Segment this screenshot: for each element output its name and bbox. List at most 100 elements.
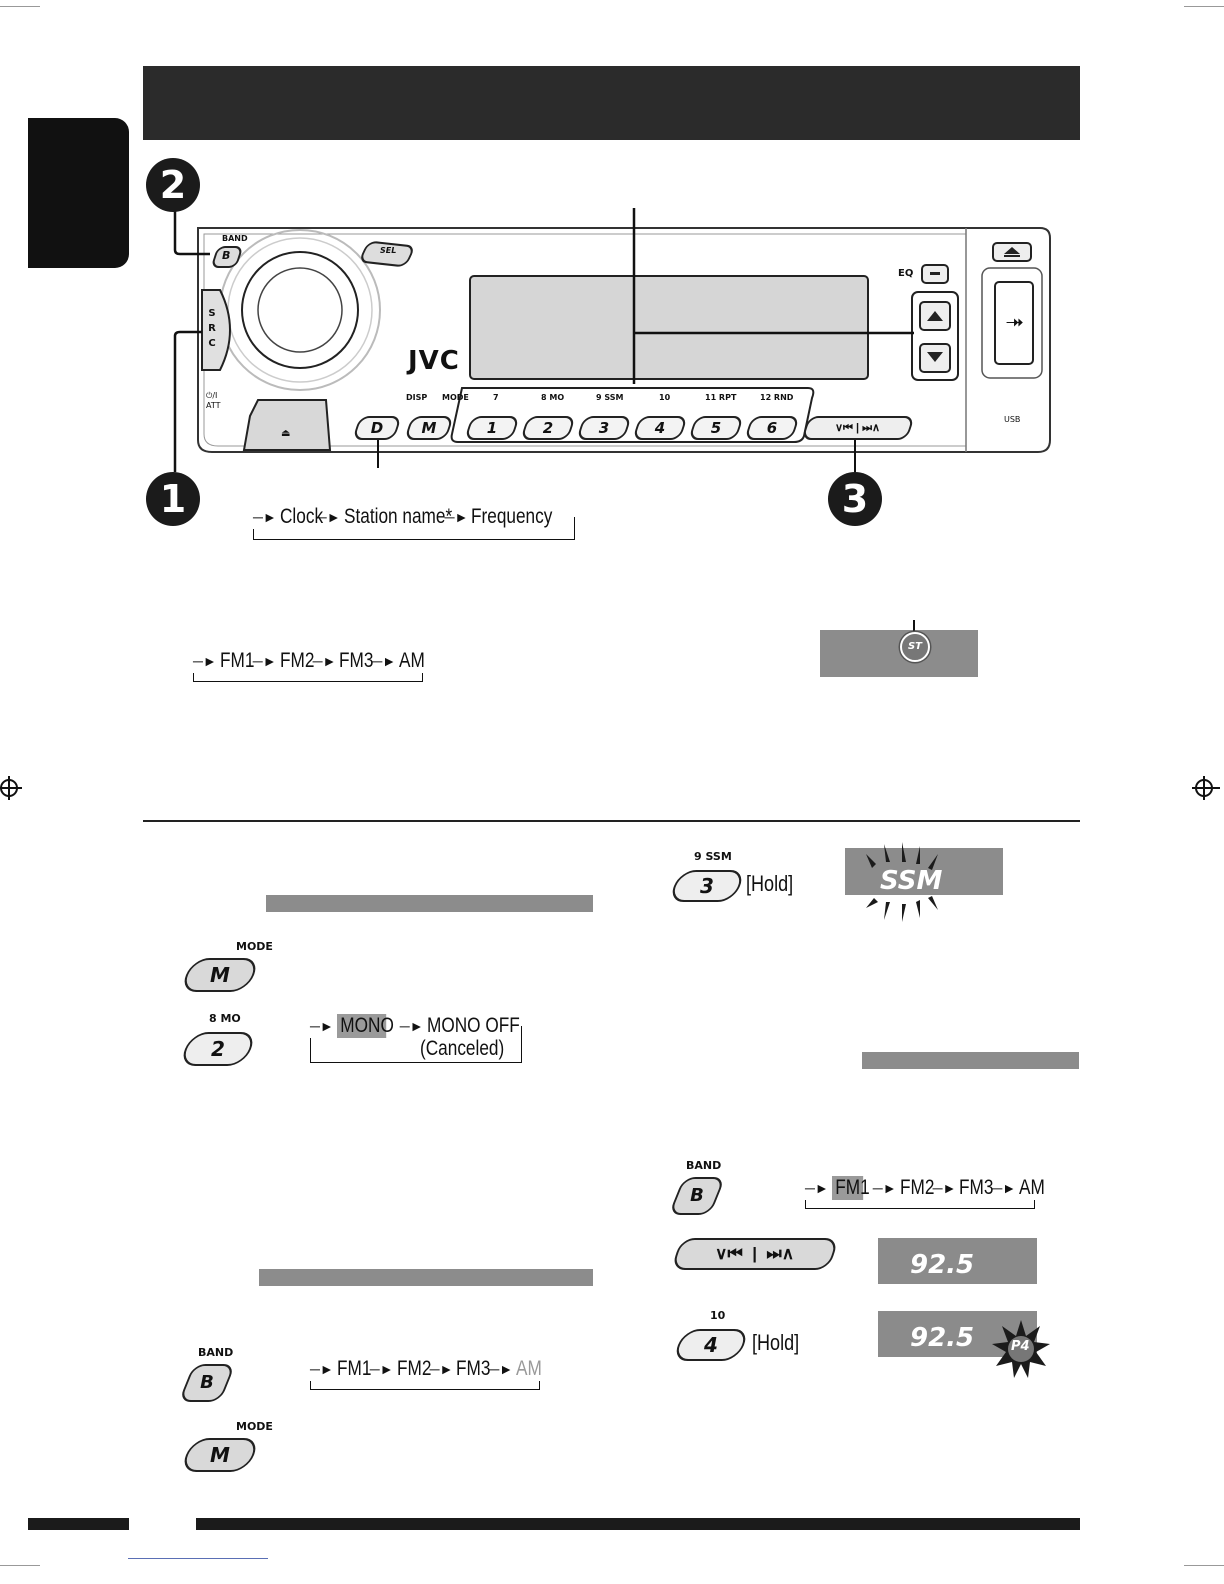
hold-label: [Hold] — [746, 871, 794, 896]
callout-3: 3 — [828, 472, 882, 526]
preset-button-4[interactable]: 4 — [671, 1329, 751, 1361]
band-item: FM3 — [456, 1357, 491, 1380]
preset-number: 3 — [598, 419, 610, 437]
cycle-item: Frequency — [471, 505, 553, 528]
preset-top-label: 7 — [493, 393, 499, 402]
frequency-display: 92.5 — [878, 1238, 1037, 1284]
frequency-value: 92.5 — [910, 1323, 975, 1353]
band-cycle-diagram: ─►FM1 ─►FM2 ─►FM3 ─►AM — [805, 1174, 1046, 1210]
callout-1: 1 — [146, 472, 200, 526]
callout-2: 2 — [146, 158, 200, 212]
seek-button[interactable]: ∨⏮ | ⏭∧ — [670, 1238, 840, 1270]
src-letter: C — [208, 338, 216, 349]
preset-top-label: 11 RPT — [705, 393, 737, 402]
band-cycle-diagram: ─►FM1 ─►FM2 ─►FM3 ─►AM — [193, 647, 426, 683]
mode-button[interactable]: M — [404, 416, 454, 440]
seek-icon: ∨⏮ | ⏭∧ — [715, 1244, 795, 1263]
band-label: BAND — [198, 1346, 234, 1359]
hold-label: [Hold] — [752, 1330, 800, 1355]
footer-bar — [196, 1518, 1080, 1530]
ssm-button[interactable]: 3 — [667, 870, 747, 902]
seek-button[interactable]: ∨⏮ | ⏭∧ — [801, 416, 915, 440]
mode-label: MODE — [442, 393, 469, 402]
front-panel-illustration — [173, 208, 1051, 472]
footer-link-line — [128, 1558, 268, 1559]
mono-off-note: (Canceled) — [420, 1037, 505, 1060]
subheading-bar — [259, 1269, 593, 1286]
mono-cycle-diagram: ─►MONO ─►MONO OFF (Canceled) — [310, 1012, 522, 1064]
band-cycle-diagram: ─►FM1 ─►FM2 ─►FM3 ─►AM — [310, 1355, 543, 1391]
preset-flash-icon — [992, 1320, 1050, 1378]
band-item: FM2 — [899, 1176, 935, 1199]
registration-mark-icon — [1192, 776, 1220, 800]
preset-top-label: 12 RND — [760, 393, 794, 402]
cycle-item: Clock — [279, 505, 323, 528]
src-letter: S — [208, 308, 216, 319]
src-letter: R — [208, 323, 216, 334]
band-label: BAND — [686, 1159, 722, 1172]
band-button[interactable]: B — [178, 1364, 236, 1402]
preset-top-label: 10 — [659, 393, 671, 402]
usb-label: USB — [1004, 415, 1021, 424]
disp-label: DISP — [406, 393, 428, 402]
mono-button-label: 2 — [211, 1037, 225, 1061]
st-display — [820, 630, 978, 677]
crop-mark — [1184, 1565, 1224, 1566]
band-item-selected: FM1 — [831, 1176, 870, 1200]
mode-button-label: M — [210, 963, 230, 987]
seek-icon: ∨⏮ | ⏭∧ — [835, 422, 881, 434]
preset-number: 1 — [486, 419, 498, 437]
language-tab — [28, 118, 129, 268]
st-indicator: ST — [900, 632, 930, 662]
band-label: BAND — [222, 234, 248, 243]
sel-button-label: SEL — [380, 246, 397, 255]
ssm-key-label: 9 SSM — [694, 850, 732, 863]
band-button[interactable]: B — [668, 1177, 726, 1215]
crop-mark — [1184, 6, 1224, 7]
cycle-item: Station name* — [343, 505, 452, 528]
band-button-label: B — [200, 1372, 214, 1393]
brand-logo: JVC — [408, 346, 460, 376]
preset-top-label: 8 MO — [541, 393, 565, 402]
preset-button-1[interactable]: 1 — [464, 416, 520, 440]
preset-button-4[interactable]: 4 — [632, 416, 688, 440]
band-item-dimmed: AM — [516, 1357, 542, 1380]
st-pointer — [913, 620, 915, 634]
mode-button[interactable]: M — [179, 958, 261, 992]
eject-icon: ⏏ — [281, 428, 291, 439]
preset-number: 2 — [542, 419, 554, 437]
preset-button-2[interactable]: 2 — [520, 416, 576, 440]
src-button[interactable]: S R C — [205, 306, 219, 351]
preset-button-6[interactable]: 6 — [744, 416, 800, 440]
section-divider — [143, 820, 1080, 822]
mono-button[interactable]: 2 — [178, 1032, 258, 1066]
footer-bar — [28, 1518, 129, 1530]
mode-label: MODE — [236, 1420, 273, 1433]
preset-button-3[interactable]: 3 — [576, 416, 632, 440]
ssm-display — [845, 848, 1003, 895]
power-att-label: ⏻/I ATT — [206, 391, 221, 410]
mode-label: MODE — [236, 940, 273, 953]
preset-badge: P4 — [1011, 1339, 1030, 1354]
preset-top-label: 9 SSM — [596, 393, 624, 402]
frequency-value: 92.5 — [910, 1250, 975, 1280]
band-item: FM3 — [959, 1176, 994, 1199]
crop-mark — [0, 6, 40, 7]
band-item: FM2 — [279, 649, 315, 672]
preset-number: 5 — [710, 419, 722, 437]
eq-label: EQ — [898, 268, 914, 279]
preset-key-label: 10 — [710, 1309, 726, 1322]
preset-button-label: 4 — [704, 1333, 718, 1357]
preset-button-5[interactable]: 5 — [688, 416, 744, 440]
mono-key-label: 8 MO — [209, 1012, 241, 1025]
disp-button[interactable]: D — [352, 416, 402, 440]
ssm-indicator: SSM — [880, 866, 943, 896]
band-item: AM — [1019, 1176, 1045, 1199]
display-cycle-diagram: ─►Clock ─►Station name* ─►Frequency — [253, 503, 575, 540]
mode-button-label: M — [210, 1443, 230, 1467]
preset-number: 4 — [654, 419, 666, 437]
mode-button-label: M — [421, 419, 437, 437]
band-button-label: B — [690, 1185, 704, 1206]
mode-button[interactable]: M — [179, 1438, 261, 1472]
registration-mark-icon — [0, 776, 22, 800]
